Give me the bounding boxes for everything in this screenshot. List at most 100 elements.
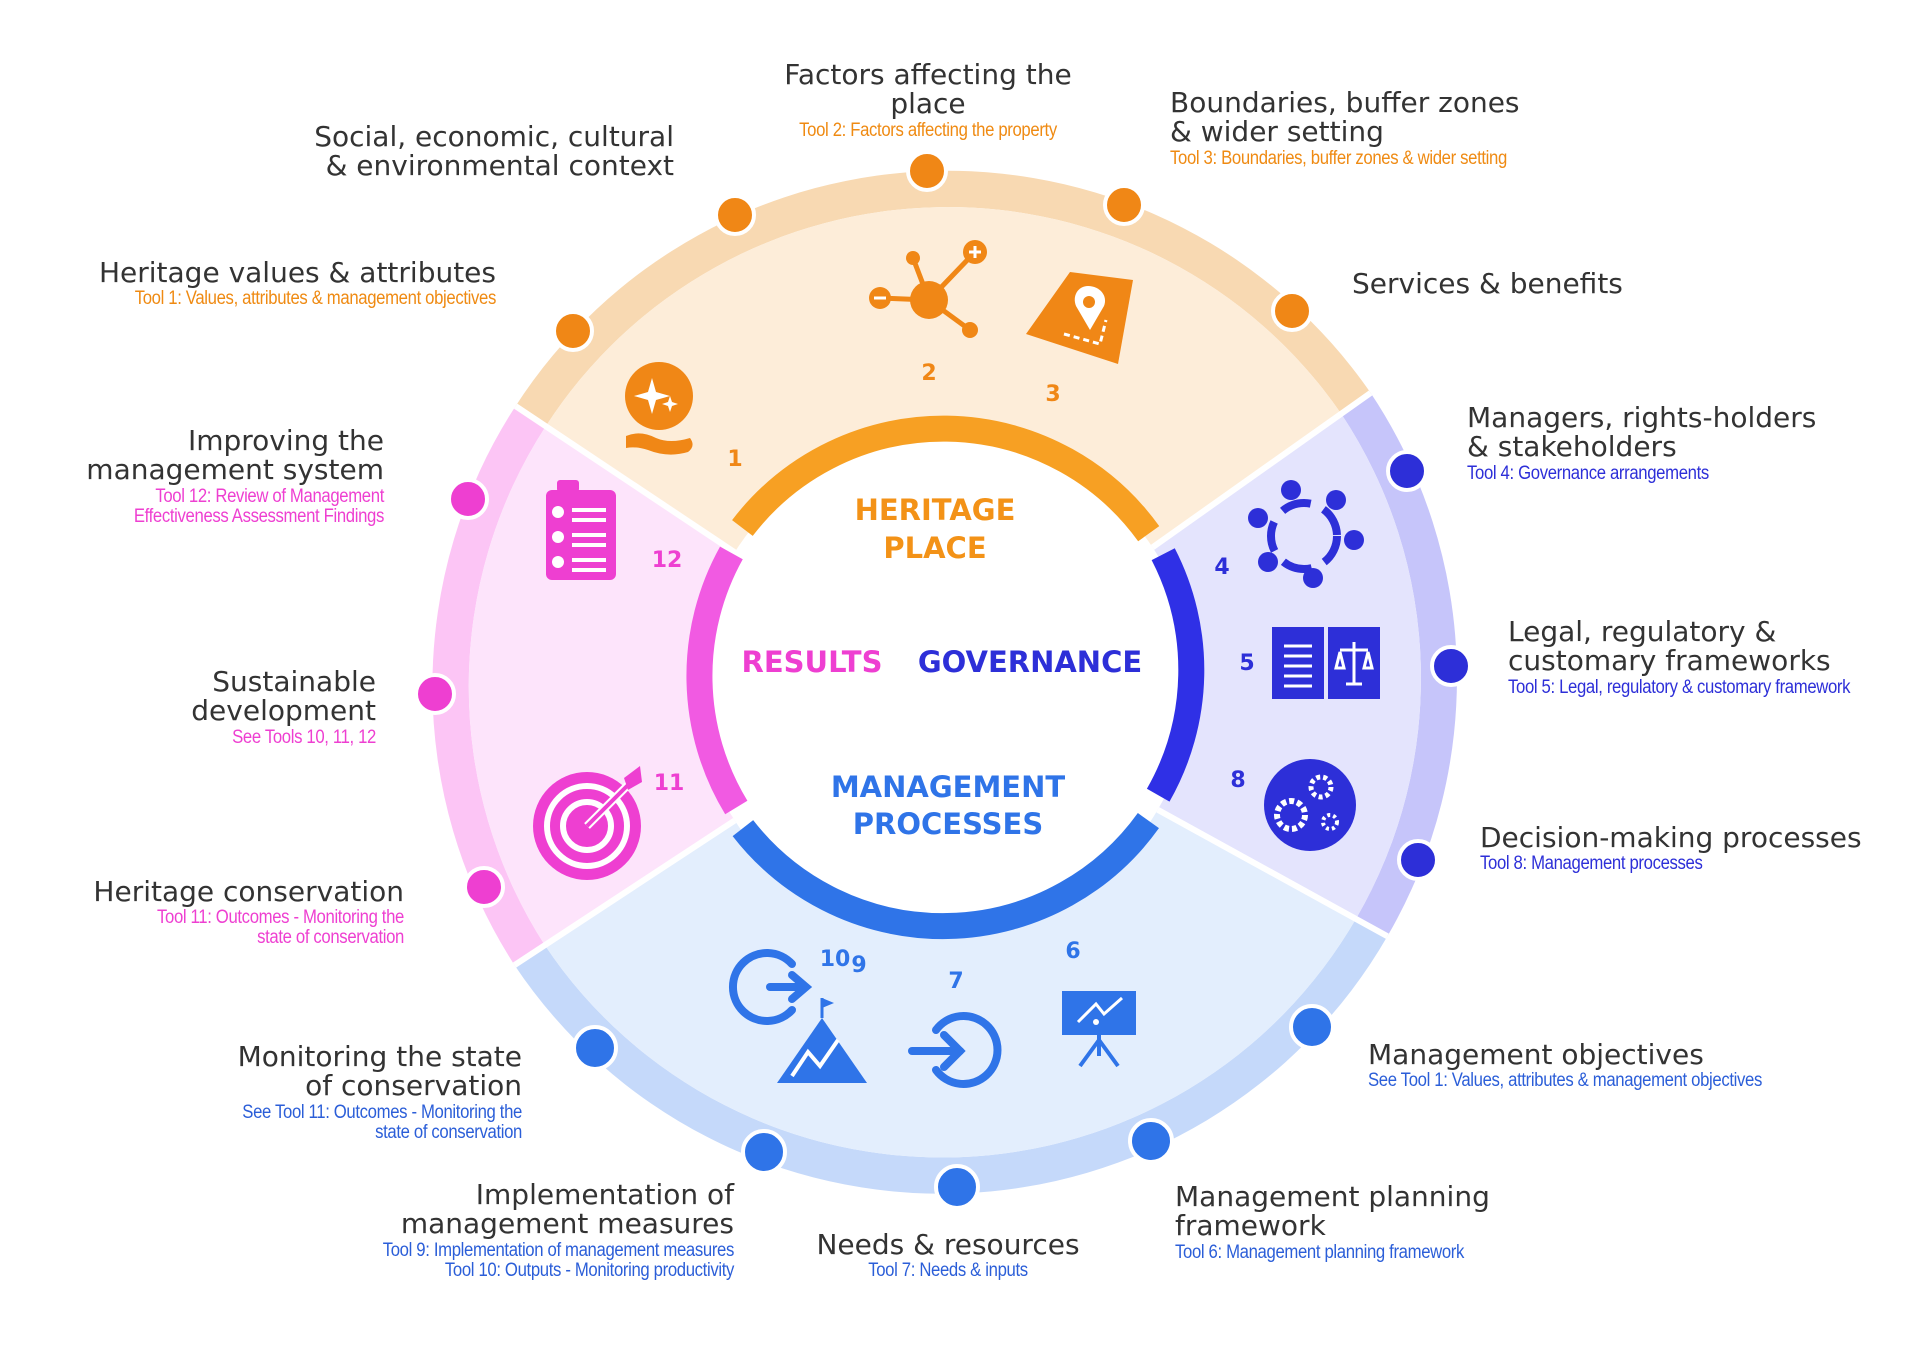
label-planning-tool: Tool 6: Management planning framework: [1175, 1241, 1465, 1263]
node-monitoring: [572, 1025, 618, 1071]
label-monitoring-title: Monitoring the state of conservation: [237, 1040, 522, 1103]
checklist-icon: [546, 480, 616, 580]
people-circle-icon: [1248, 480, 1364, 588]
enter-arrow-icon: [908, 1012, 1002, 1088]
label-needs-title: Needs & resources: [816, 1228, 1080, 1261]
gears-icon: [1264, 759, 1356, 851]
label-legal: Legal, regulatory & customary frameworks…: [1508, 617, 1908, 698]
label-boundaries-title: Boundaries, buffer zones & wider setting: [1170, 86, 1520, 149]
label-heritage-values-tool: Tool 1: Values, attributes & management …: [134, 288, 497, 310]
node-factors: [906, 150, 948, 192]
label-decision-title: Decision-making processes: [1480, 821, 1862, 854]
node-planning: [1128, 1118, 1174, 1164]
label-implementation-title: Implementation of management measures: [400, 1178, 734, 1241]
tool-number-2: 2: [921, 361, 936, 386]
label-conservation-title: Heritage conservation: [93, 875, 404, 908]
sector-heritage-place: [546, 207, 1342, 554]
label-monitoring: Monitoring the state of conservation See…: [140, 1040, 523, 1143]
label-sustainable: Sustainable development See Tools 10, 11…: [20, 667, 376, 748]
label-implementation: Implementation of management measures To…: [300, 1178, 735, 1281]
label-decision: Decision-making processes Tool 8: Manage…: [1480, 823, 1880, 874]
inner-arc-heritage: [732, 415, 1160, 542]
label-managers-tool: Tool 4: Governance arrangements: [1467, 462, 1709, 484]
label-legal-tool: Tool 5: Legal, regulatory & customary fr…: [1508, 676, 1851, 698]
node-conservation: [463, 866, 505, 908]
book-scales-icon: [1272, 627, 1380, 699]
node-services: [1271, 290, 1313, 332]
tool-number-1: 1: [727, 447, 742, 472]
presentation-board-icon: [1062, 991, 1136, 1068]
label-objectives: Management objectives See Tool 1: Values…: [1368, 1040, 1848, 1091]
node-improving: [447, 478, 489, 520]
label-services-title: Services & benefits: [1352, 267, 1623, 300]
node-needs: [934, 1164, 980, 1210]
label-factors-tool: Tool 2: Factors affecting the property: [799, 119, 1057, 141]
label-planning: Management planning framework Tool 6: Ma…: [1175, 1182, 1575, 1263]
management-title-1: MANAGEMENT: [831, 770, 1066, 804]
label-objectives-tool: See Tool 1: Values, attributes & managem…: [1368, 1070, 1762, 1092]
label-heritage-values-title: Heritage values & attributes: [98, 256, 496, 289]
label-social: Social, economic, cultural & environment…: [270, 122, 674, 181]
label-needs-tool: Tool 7: Needs & inputs: [868, 1260, 1028, 1282]
node-decision: [1397, 839, 1439, 881]
tool-number-12: 12: [652, 548, 683, 573]
target-arrow-icon: [533, 766, 642, 880]
node-boundaries: [1103, 184, 1145, 226]
label-social-title: Social, economic, cultural & environment…: [314, 120, 674, 183]
label-improving-title: Improving the management system: [86, 424, 384, 487]
label-legal-title: Legal, regulatory & customary frameworks: [1508, 615, 1831, 678]
label-boundaries-tool: Tool 3: Boundaries, buffer zones & wider…: [1170, 147, 1507, 169]
label-sustainable-tool: See Tools 10, 11, 12: [232, 726, 376, 748]
map-location-icon: [1026, 272, 1133, 364]
tool-number-11: 11: [654, 771, 685, 796]
sector-management: [544, 809, 1357, 1158]
node-managers: [1386, 450, 1428, 492]
label-boundaries: Boundaries, buffer zones & wider setting…: [1170, 88, 1590, 169]
results-title: RESULTS: [742, 645, 883, 679]
governance-title: GOVERNANCE: [918, 645, 1142, 679]
node-objectives: [1289, 1004, 1335, 1050]
label-improving-tool: Tool 12: Review of Management Effectiven…: [133, 485, 385, 527]
label-planning-title: Management planning framework: [1175, 1180, 1490, 1243]
tool-number-9: 9: [851, 953, 866, 978]
label-factors: Factors affecting the place Tool 2: Fact…: [748, 60, 1108, 141]
network-plus-minus-icon: [869, 240, 987, 338]
label-conservation: Heritage conservation Tool 11: Outcomes …: [60, 877, 404, 948]
outer-ring-results: [432, 406, 546, 966]
label-implementation-tool: Tool 9: Implementation of management mea…: [382, 1239, 735, 1281]
node-implementation: [741, 1129, 787, 1175]
tool-number-5: 5: [1239, 651, 1254, 676]
label-managers: Managers, rights-holders & stakeholders …: [1467, 403, 1847, 484]
node-sustainable: [414, 673, 456, 715]
inner-arc-results: [686, 546, 748, 815]
tool-number-3: 3: [1045, 382, 1060, 407]
node-social: [714, 194, 756, 236]
heritage-place-title-2: PLACE: [883, 531, 986, 565]
outer-ring-management: [514, 917, 1388, 1194]
label-monitoring-tool: See Tool 11: Outcomes - Monitoring the s…: [242, 1101, 522, 1143]
inner-arc-management: [732, 813, 1159, 940]
tool-number-7: 7: [948, 969, 963, 994]
label-decision-tool: Tool 8: Management processes: [1480, 853, 1703, 875]
label-objectives-title: Management objectives: [1368, 1038, 1704, 1071]
label-managers-title: Managers, rights-holders & stakeholders: [1467, 401, 1817, 464]
label-sustainable-title: Sustainable development: [191, 665, 376, 728]
heritage-place-title-1: HERITAGE: [855, 493, 1016, 527]
inner-arc-governance: [1146, 548, 1205, 802]
label-heritage-values: Heritage values & attributes Tool 1: Val…: [80, 258, 496, 309]
tool-number-4: 4: [1214, 555, 1229, 580]
label-needs: Needs & resources Tool 7: Needs & inputs: [790, 1230, 1106, 1281]
tool-number-6: 6: [1065, 939, 1080, 964]
mountain-flag-icon: [777, 998, 867, 1083]
label-improving: Improving the management system Tool 12:…: [60, 426, 384, 527]
management-title-2: PROCESSES: [853, 807, 1044, 841]
helping-hand-sparkle-icon: [625, 362, 693, 455]
label-conservation-tool: Tool 11: Outcomes - Monitoring the state…: [156, 907, 404, 949]
node-heritage-values: [552, 310, 594, 352]
exit-arrow-icon: [728, 949, 813, 1025]
label-factors-title: Factors affecting the place: [784, 58, 1072, 121]
tool-number-8: 8: [1230, 768, 1245, 793]
tool-number-10: 10: [820, 947, 851, 972]
label-services: Services & benefits: [1352, 267, 1672, 300]
